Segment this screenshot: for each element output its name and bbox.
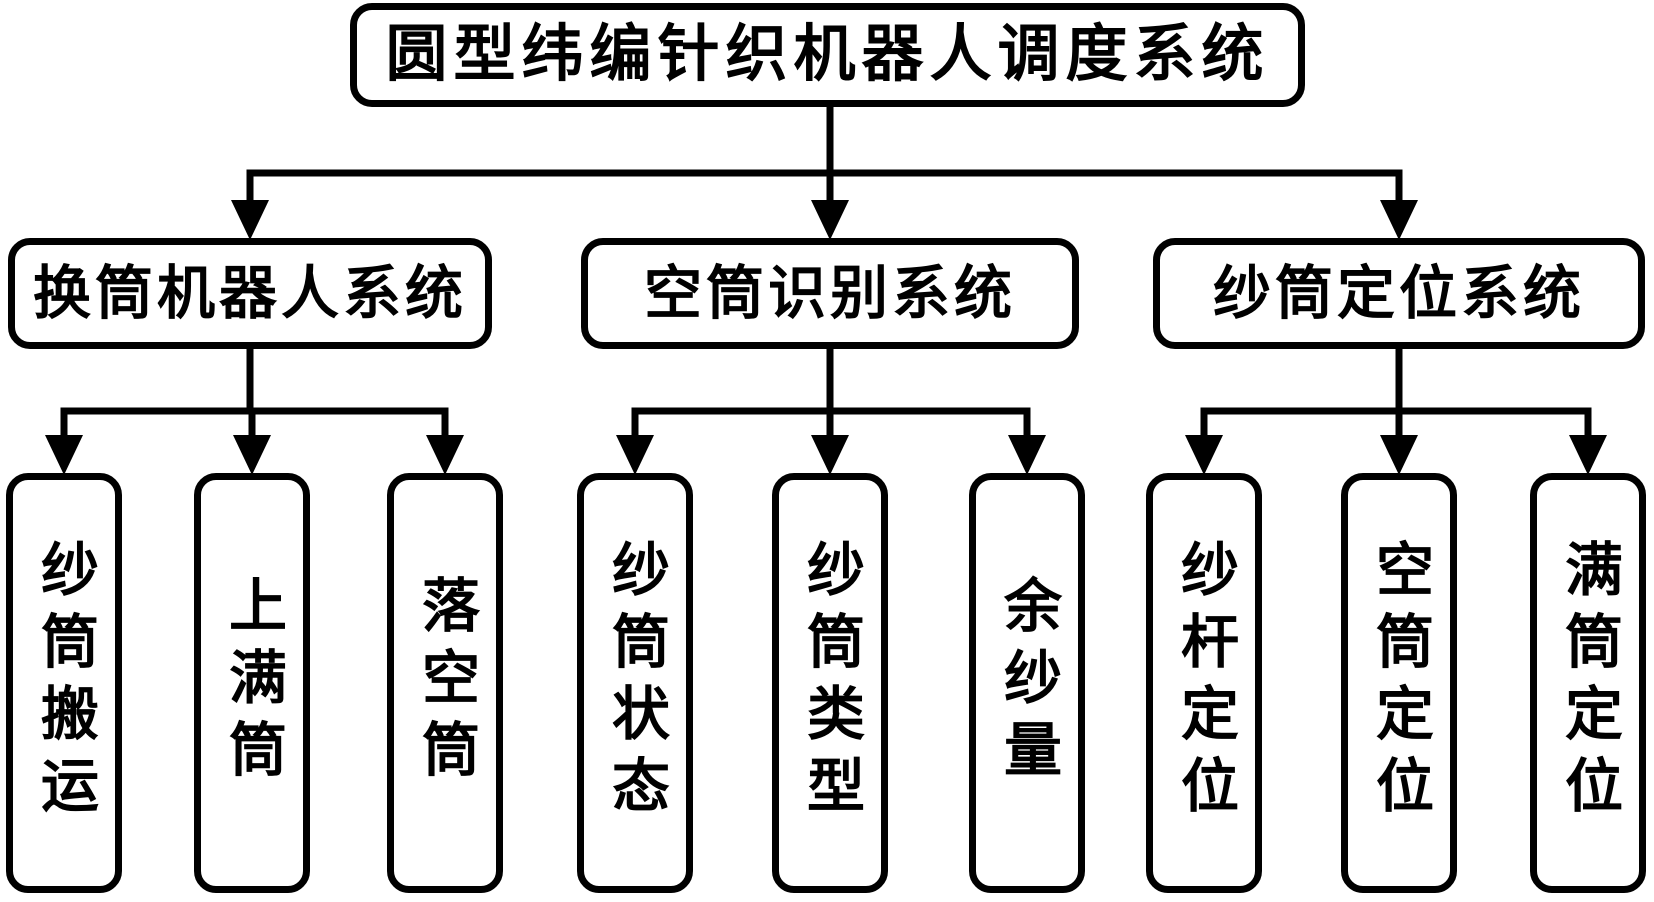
branch-label: 纱筒定位系统	[1212, 260, 1585, 326]
connector-root-to-branches	[246, 103, 1403, 203]
arrow-down-icon	[1185, 435, 1223, 475]
leaf-label: 纱筒搬运	[32, 539, 97, 827]
leaf-label: 空筒定位	[1367, 539, 1432, 827]
root-node: 圆型纬编针织机器人调度系统	[350, 3, 1305, 107]
leaf-label: 余纱量	[995, 575, 1060, 791]
leaf-node: 纱筒状态	[577, 473, 693, 893]
arrowheads	[45, 200, 1607, 475]
arrow-down-icon	[426, 435, 464, 475]
arrow-down-icon	[1008, 435, 1046, 475]
leaf-label: 上满筒	[220, 575, 285, 791]
arrow-down-icon	[1380, 200, 1418, 240]
arrow-down-icon	[811, 200, 849, 240]
arrow-down-icon	[811, 435, 849, 475]
leaf-node: 余纱量	[969, 473, 1085, 893]
leaf-node: 空筒定位	[1341, 473, 1457, 893]
arrow-down-icon	[1569, 435, 1607, 475]
connector-branches-to-leaves	[60, 346, 1592, 438]
leaf-node: 纱筒搬运	[6, 473, 122, 893]
leaf-node: 落空筒	[387, 473, 503, 893]
branch-node-empty-bobbin-recognition: 空筒识别系统	[581, 238, 1079, 349]
leaf-node: 满筒定位	[1530, 473, 1646, 893]
leaf-node: 纱筒类型	[772, 473, 888, 893]
arrow-down-icon	[616, 435, 654, 475]
branch-node-robot-system: 换筒机器人系统	[8, 238, 492, 349]
arrow-down-icon	[1380, 435, 1418, 475]
leaf-label: 纱筒类型	[798, 539, 863, 827]
leaf-label: 纱杆定位	[1172, 539, 1237, 827]
leaf-label: 满筒定位	[1556, 539, 1621, 827]
branch-label: 空筒识别系统	[643, 260, 1016, 326]
leaf-node: 上满筒	[194, 473, 310, 893]
arrow-down-icon	[233, 435, 271, 475]
arrow-down-icon	[231, 200, 269, 240]
leaf-node: 纱杆定位	[1146, 473, 1262, 893]
leaf-label: 落空筒	[413, 575, 478, 791]
branch-label: 换筒机器人系统	[32, 260, 467, 326]
leaf-label: 纱筒状态	[603, 539, 668, 827]
root-label: 圆型纬编针织机器人调度系统	[385, 21, 1270, 89]
branch-node-bobbin-positioning: 纱筒定位系统	[1153, 238, 1645, 349]
arrow-down-icon	[45, 435, 83, 475]
